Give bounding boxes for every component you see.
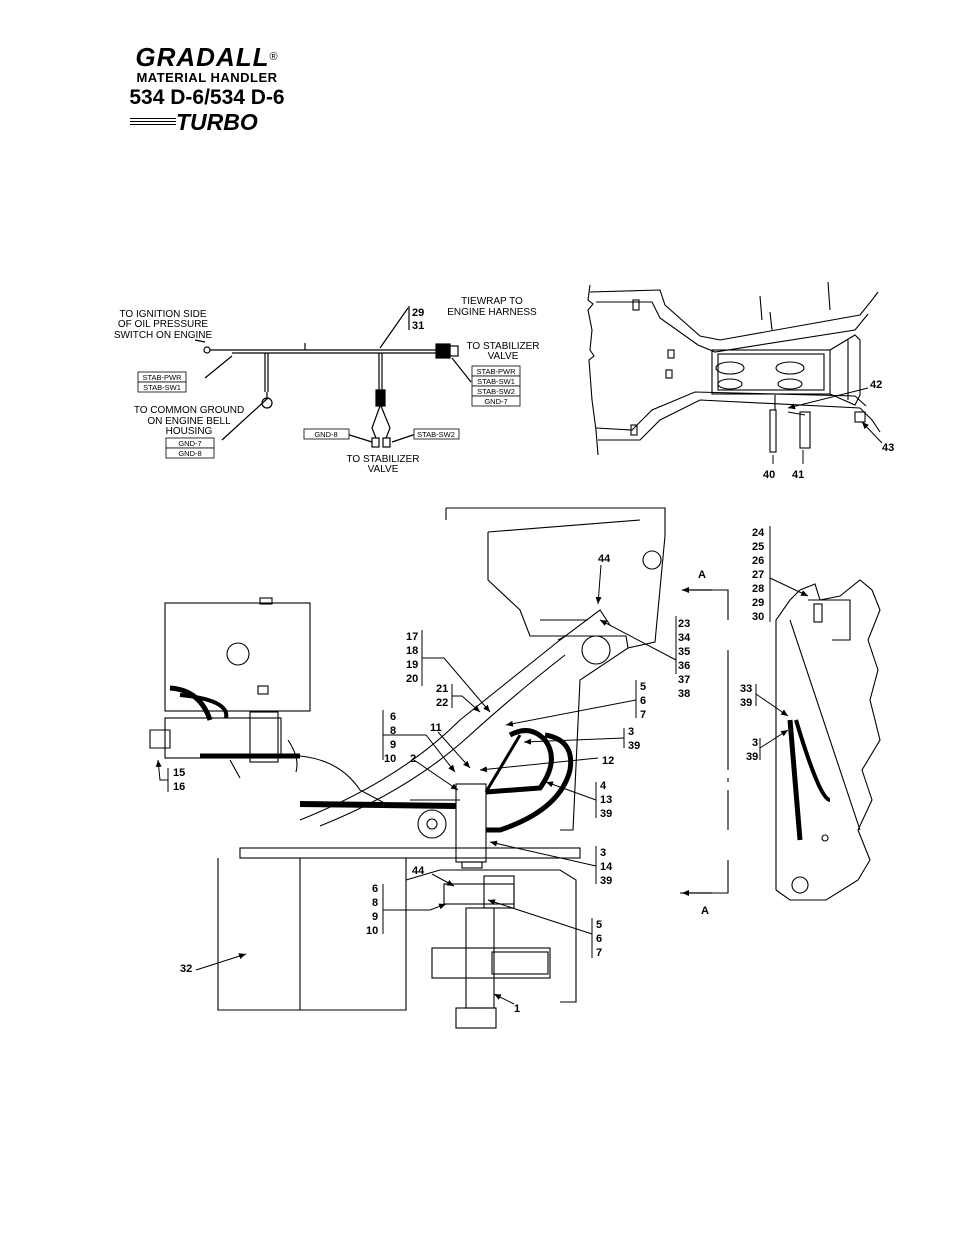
callout-9-lower: 9	[372, 911, 378, 923]
callout-numbers: 44 23 34 35 36 37 38 17 18 19 20 21 22 5…	[173, 527, 765, 1015]
callout-32: 32	[180, 963, 192, 975]
callout-16: 16	[173, 781, 185, 793]
tag-gnd8-valve: GND-8	[314, 430, 337, 439]
brand-turbo: TURBO	[176, 109, 258, 135]
callout-26: 26	[752, 555, 764, 567]
callout-5-lower: 5	[596, 919, 602, 931]
callout-23: 23	[678, 618, 690, 630]
speed-lines-icon	[130, 116, 176, 130]
note-stab-valve-bottom-line2: VALVE	[368, 464, 399, 475]
note-ground-line3: HOUSING	[166, 426, 213, 437]
callout-40: 40	[763, 469, 775, 481]
wire-tags	[137, 365, 521, 459]
tag-gnd8-ground: GND-8	[178, 449, 201, 458]
callout-8-left: 8	[390, 725, 396, 737]
callout-6-lower: 6	[372, 883, 378, 895]
note-stab-valve-top-line1: TO STABILIZER	[467, 341, 540, 352]
callout-39-e: 39	[746, 751, 758, 763]
callout-6-lower-right: 6	[596, 933, 602, 945]
brand-logo: GRADALL® MATERIAL HANDLER 534 D-6/534 D-…	[112, 44, 302, 135]
registered-mark: ®	[269, 51, 279, 63]
callout-25: 25	[752, 541, 764, 553]
callout-43: 43	[882, 442, 894, 454]
tag-stab-sw2-valve: STAB-SW2	[417, 430, 455, 439]
callout-14: 14	[600, 861, 613, 873]
callout-20: 20	[406, 673, 418, 685]
note-ignition-line3: SWITCH ON ENGINE	[114, 330, 213, 341]
callout-33: 33	[740, 683, 752, 695]
callout-34: 34	[678, 632, 691, 644]
callout-24: 24	[752, 527, 765, 539]
callout-7-upper: 7	[640, 709, 646, 721]
callout-29-harness: 29	[412, 307, 424, 319]
callout-7-lower: 7	[596, 947, 602, 959]
callout-36: 36	[678, 660, 690, 672]
callout-41: 41	[792, 469, 804, 481]
note-ignition-line2: OF OIL PRESSURE	[118, 319, 209, 330]
callout-39-a: 39	[628, 740, 640, 752]
section-label-top: A	[698, 569, 706, 581]
callout-21: 21	[436, 683, 448, 695]
note-ground-line2: ON ENGINE BELL	[147, 416, 231, 427]
callout-27: 27	[752, 569, 764, 581]
tag-gnd7-ground: GND-7	[178, 439, 201, 448]
callout-19: 19	[406, 659, 418, 671]
frame-top-view	[587, 281, 881, 456]
note-stab-valve-top-line2: VALVE	[488, 351, 519, 362]
wiring-harness	[194, 307, 472, 448]
main-assembly	[149, 507, 881, 1029]
callout-39-d: 39	[740, 697, 752, 709]
callout-39-b: 39	[600, 808, 612, 820]
callout-1: 1	[514, 1003, 520, 1015]
tag-stab-sw1-right: STAB-SW1	[477, 377, 515, 386]
note-stab-valve-bottom-line1: TO STABILIZER	[347, 454, 420, 465]
callout-3-b: 3	[600, 847, 606, 859]
callout-28: 28	[752, 583, 764, 595]
callout-39-c: 39	[600, 875, 612, 887]
callout-10-lower: 10	[366, 925, 378, 937]
harness-notes: TO IGNITION SIDE OF OIL PRESSURE SWITCH …	[114, 296, 540, 475]
callout-6-left: 6	[390, 711, 396, 723]
callout-35: 35	[678, 646, 690, 658]
note-tiewrap-line1: TIEWRAP TO	[461, 296, 523, 307]
callout-3-a: 3	[628, 726, 634, 738]
callout-37: 37	[678, 674, 690, 686]
callout-10-left: 10	[384, 753, 396, 765]
callout-38: 38	[678, 688, 690, 700]
callout-13: 13	[600, 794, 612, 806]
tag-stab-sw1-left: STAB-SW1	[143, 383, 181, 392]
callout-44-bottom: 44	[412, 865, 425, 877]
callout-18: 18	[406, 645, 418, 657]
callout-3-c: 3	[752, 737, 758, 749]
callout-2: 2	[410, 753, 416, 765]
note-ignition-line1: TO IGNITION SIDE	[119, 309, 206, 320]
callout-17: 17	[406, 631, 418, 643]
tag-stab-pwr-left: STAB-PWR	[142, 373, 182, 382]
note-ground-line1: TO COMMON GROUND	[134, 405, 244, 416]
callout-30: 30	[752, 611, 764, 623]
callout-8-lower: 8	[372, 897, 378, 909]
tag-stab-sw2-right: STAB-SW2	[477, 387, 515, 396]
callout-9-left: 9	[390, 739, 396, 751]
brand-name: GRADALL	[135, 42, 270, 72]
note-tiewrap-line2: ENGINE HARNESS	[447, 307, 537, 318]
callout-12: 12	[602, 755, 614, 767]
tag-gnd7-right: GND-7	[484, 397, 507, 406]
callout-22: 22	[436, 697, 448, 709]
callout-42: 42	[870, 379, 882, 391]
callout-leaders	[155, 526, 809, 1005]
callout-31-harness: 31	[412, 320, 424, 332]
tag-stab-pwr-right: STAB-PWR	[476, 367, 516, 376]
callout-4: 4	[600, 780, 607, 792]
brand-subtitle: MATERIAL HANDLER	[136, 70, 278, 85]
callout-44-top: 44	[598, 553, 611, 565]
callout-29-section: 29	[752, 597, 764, 609]
brand-model: 534 D-6/534 D-6	[129, 86, 285, 109]
callout-5-upper: 5	[640, 681, 646, 693]
callout-11: 11	[430, 722, 442, 734]
callout-6-upper: 6	[640, 695, 646, 707]
callout-15: 15	[173, 767, 185, 779]
section-label-bottom: A	[701, 905, 709, 917]
